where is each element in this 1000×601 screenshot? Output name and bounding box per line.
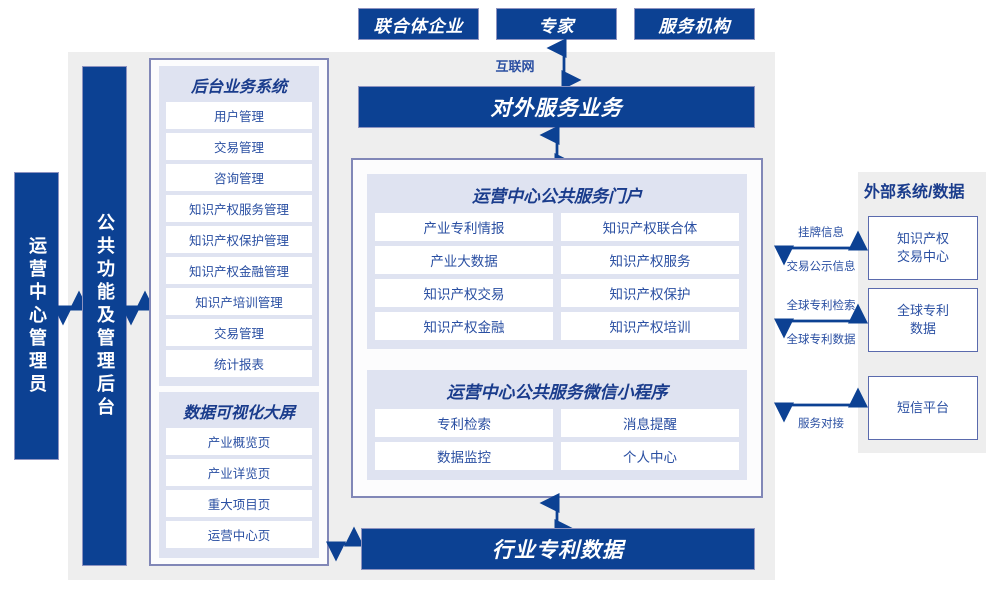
backend-item-6-label: 知识产培训管理	[195, 296, 283, 310]
backend-item-5[interactable]: 知识产权金融管理	[166, 257, 312, 284]
portal-item-5[interactable]: 知识产权保护	[561, 279, 739, 307]
backend-item-0-label: 用户管理	[213, 110, 264, 124]
actor-box-alliance[interactable]: 联合体企业	[358, 8, 479, 40]
dataviz-item-2-label: 重大项目页	[207, 498, 271, 512]
backend-system-title: 后台业务系统	[190, 79, 287, 96]
miniprogram-item-2[interactable]: 数据监控	[375, 442, 553, 470]
internet-arrow	[546, 38, 582, 90]
miniprogram-item-2-label: 数据监控	[437, 450, 491, 465]
backend-item-1-label: 交易管理	[213, 141, 264, 155]
public-portal-group: 运营中心公共服务门户 产业专利情报 知识产权联合体产业大数据 知识产权服务知识产权交…	[367, 174, 747, 349]
common-to-backend-arrow	[121, 290, 155, 326]
sms-platform-arrow-label-below: 服务对接	[798, 418, 844, 430]
actor-box-expert[interactable]: 专家	[496, 8, 617, 40]
miniprogram-item-1[interactable]: 消息提醒	[561, 409, 739, 437]
external-box-global-patent-data[interactable]: 全球专利 数据	[868, 288, 978, 352]
portal-item-7-label: 知识产权培训	[609, 320, 691, 335]
miniprogram-item-3[interactable]: 个人中心	[561, 442, 739, 470]
backend-item-2-label: 咨询管理	[213, 172, 264, 186]
backend-item-4[interactable]: 知识产权保护管理	[166, 226, 312, 253]
backend-to-bottom-arrow	[326, 526, 364, 562]
global-patent-arrow-label-above: 全球专利检索	[786, 300, 856, 312]
backend-item-4-label: 知识产权保护管理	[188, 234, 289, 248]
backend-item-3[interactable]: 知识产权服务管理	[166, 195, 312, 222]
left-bar-operator-admin[interactable]: 运营中心管理员	[14, 172, 59, 460]
external-box-sms-platform[interactable]: 短信平台	[868, 376, 978, 440]
portal-item-3[interactable]: 知识产权服务	[561, 246, 739, 274]
miniprogram-title: 运营中心公共服务微信小程序	[446, 383, 668, 402]
public-portal-title: 运营中心公共服务门户	[472, 187, 642, 206]
portal-item-6[interactable]: 知识产权金融	[375, 312, 553, 340]
backend-item-3-label: 知识产权服务管理	[188, 203, 289, 217]
portal-item-1-label: 知识产权联合体	[602, 221, 698, 236]
portal-item-6-label: 知识产权金融	[423, 320, 505, 335]
backend-item-5-label: 知识产权金融管理	[188, 265, 289, 279]
external-service-bar[interactable]: 对外服务业务	[358, 86, 755, 128]
miniprogram-item-0-label: 专利检索	[437, 417, 491, 432]
portal-item-4[interactable]: 知识产权交易	[375, 279, 553, 307]
external-box-global-patent-data-line2: 数据	[909, 321, 936, 336]
left-bar-operator-admin-label: 运营中心管理员	[26, 235, 47, 397]
portal-item-5-label: 知识产权保护	[609, 287, 691, 302]
dataviz-item-0[interactable]: 产业概览页	[166, 428, 312, 455]
backend-item-1[interactable]: 交易管理	[166, 133, 312, 160]
miniprogram-item-3-label: 个人中心	[623, 450, 677, 465]
ip-trading-arrow-label-below: 交易公示信息	[786, 261, 856, 273]
backend-item-8[interactable]: 统计报表	[166, 350, 312, 377]
actor-box-service-org[interactable]: 服务机构	[634, 8, 755, 40]
portal-item-2-label: 产业大数据	[430, 254, 498, 269]
miniprogram-group: 运营中心公共服务微信小程序 专利检索 消息提醒数据监控 个人中心	[367, 370, 747, 480]
backend-item-0[interactable]: 用户管理	[166, 102, 312, 129]
external-box-ip-trading-center-line2: 交易中心	[896, 249, 949, 264]
backend-system-group: 后台业务系统 用户管理交易管理咨询管理知识产权服务管理知识产权保护管理知识产权金…	[159, 66, 319, 386]
data-visualization-group: 数据可视化大屏 产业概览页产业详览页重大项目页运营中心页	[159, 392, 319, 558]
portal-item-1[interactable]: 知识产权联合体	[561, 213, 739, 241]
backend-item-2[interactable]: 咨询管理	[166, 164, 312, 191]
dataviz-item-3[interactable]: 运营中心页	[166, 521, 312, 548]
dataviz-item-2[interactable]: 重大项目页	[166, 490, 312, 517]
global-patent-arrow	[774, 303, 868, 339]
dataviz-item-3-label: 运营中心页	[207, 529, 271, 543]
sms-platform-arrow	[774, 387, 868, 423]
internet-label: 互联网	[495, 59, 535, 74]
dataviz-item-1[interactable]: 产业详览页	[166, 459, 312, 486]
backend-item-7-label: 交易管理	[213, 327, 264, 341]
dataviz-item-0-label: 产业概览页	[207, 436, 271, 450]
backend-item-8-label: 统计报表	[213, 358, 264, 372]
dataviz-item-1-label: 产业详览页	[207, 467, 271, 481]
left-bar-common-admin-label: 公共功能及管理后台	[94, 212, 115, 420]
operator-to-backend-arrow	[53, 290, 89, 326]
bottom-bar-industry-patent-data[interactable]: 行业专利数据	[361, 528, 755, 570]
portal-item-4-label: 知识产权交易	[423, 287, 505, 302]
external-box-ip-trading-center[interactable]: 知识产权 交易中心	[868, 216, 978, 280]
data-visualization-title: 数据可视化大屏	[182, 405, 295, 422]
backend-item-7[interactable]: 交易管理	[166, 319, 312, 346]
ip-trading-arrow-label-above: 挂牌信息	[798, 227, 844, 239]
backend-item-6[interactable]: 知识产培训管理	[166, 288, 312, 315]
miniprogram-item-0[interactable]: 专利检索	[375, 409, 553, 437]
portal-item-7[interactable]: 知识产权培训	[561, 312, 739, 340]
external-box-ip-trading-center-line1: 知识产权	[896, 231, 949, 247]
portal-item-0-label: 产业专利情报	[423, 221, 505, 236]
external-box-global-patent-data-line1: 全球专利	[896, 303, 949, 319]
portal-item-3-label: 知识产权服务	[609, 254, 691, 269]
ip-trading-arrow	[774, 230, 868, 266]
left-bar-common-admin[interactable]: 公共功能及管理后台	[82, 66, 127, 566]
portal-item-0[interactable]: 产业专利情报	[375, 213, 553, 241]
miniprogram-item-1-label: 消息提醒	[623, 417, 677, 432]
global-patent-arrow-label-below: 全球专利数据	[786, 334, 856, 346]
portal-item-2[interactable]: 产业大数据	[375, 246, 553, 274]
external-panel-title: 外部系统/数据	[864, 184, 965, 201]
center-to-bottom-arrow	[539, 493, 575, 539]
